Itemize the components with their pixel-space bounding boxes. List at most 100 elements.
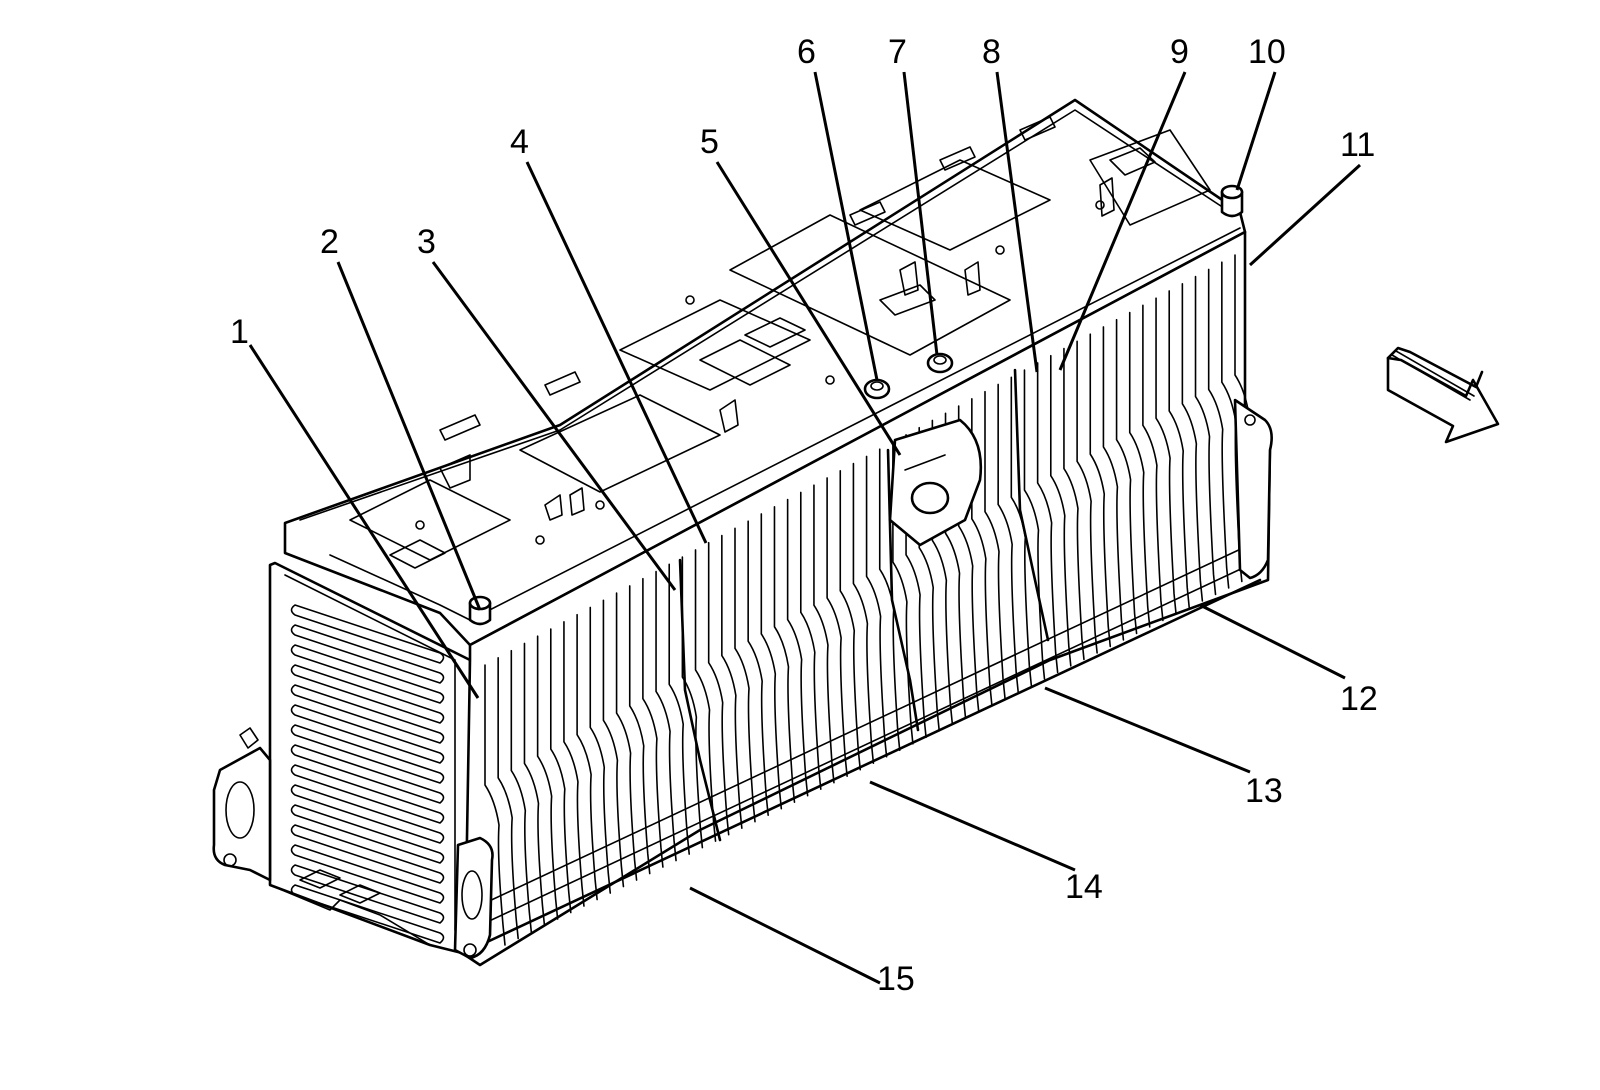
cooling-fin xyxy=(655,570,677,862)
cooling-fin xyxy=(760,513,783,810)
cooling-fin xyxy=(589,606,612,894)
cooling-fin xyxy=(628,585,651,875)
cooling-fin xyxy=(615,592,638,881)
leader-7 xyxy=(902,71,939,356)
end-plate-slat xyxy=(290,784,445,844)
cooling-fin xyxy=(905,434,927,739)
leader-3 xyxy=(431,261,677,591)
cooling-fin xyxy=(484,664,506,946)
cooling-fin xyxy=(1076,340,1098,654)
callout-5: 5 xyxy=(700,123,719,161)
cooling-fin xyxy=(971,398,993,706)
cooling-fin xyxy=(957,405,980,713)
cooling-fin xyxy=(1142,304,1164,622)
cooling-fin xyxy=(1102,326,1125,641)
end-plate-slat xyxy=(290,604,445,664)
cooling-fin xyxy=(1023,369,1046,680)
front-direction-arrow-icon xyxy=(1386,346,1500,444)
cooling-fin xyxy=(1063,347,1085,661)
callout-3: 3 xyxy=(417,223,436,261)
cooling-fin xyxy=(944,412,967,719)
callout-10: 10 xyxy=(1248,33,1286,71)
callout-labels: 1 2 3 4 5 6 7 8 9 10 11 12 13 14 15 xyxy=(230,33,1378,998)
end-plate-slat xyxy=(290,684,445,744)
end-plate-slat xyxy=(290,704,445,764)
callout-9: 9 xyxy=(1170,33,1189,71)
cooling-fin xyxy=(510,649,533,933)
cooling-fin xyxy=(826,477,848,778)
end-plate-slat xyxy=(290,804,445,864)
cooling-fin xyxy=(734,527,756,823)
leader-4 xyxy=(525,161,708,544)
end-plate-slat xyxy=(290,644,445,704)
cooling-fin xyxy=(799,491,822,791)
cooling-fin xyxy=(668,563,691,855)
cooling-fin xyxy=(892,441,914,745)
leader-6 xyxy=(813,71,879,381)
end-plate-slat xyxy=(290,744,445,804)
leader-14 xyxy=(869,780,1076,872)
cooling-fin xyxy=(1115,318,1138,635)
cooling-fin xyxy=(1010,376,1033,687)
end-plate-slat xyxy=(290,884,445,944)
cooling-fin xyxy=(997,383,1019,693)
left-end-plate xyxy=(212,561,472,957)
leader-15 xyxy=(689,886,881,985)
cooling-fin xyxy=(1194,275,1217,596)
end-plate-slat xyxy=(290,844,445,904)
callout-14: 14 xyxy=(1065,868,1103,906)
cooling-fin xyxy=(707,541,730,836)
cooling-fin xyxy=(813,484,835,784)
leader-9 xyxy=(1058,71,1187,371)
end-plate-slat xyxy=(290,624,445,684)
cooling-fin xyxy=(1168,290,1191,609)
leader-lines xyxy=(248,71,1362,985)
top-cover xyxy=(283,98,1247,647)
callout-7: 7 xyxy=(888,33,907,71)
cooling-fin xyxy=(984,390,1006,700)
callout-15: 15 xyxy=(877,960,915,998)
leader-2 xyxy=(336,261,482,611)
cooling-fin xyxy=(918,426,941,732)
callout-2: 2 xyxy=(320,223,339,261)
cooling-fin xyxy=(786,498,809,797)
cooling-fin xyxy=(536,635,559,920)
callout-4: 4 xyxy=(510,123,529,161)
cooling-fin xyxy=(694,549,717,842)
callout-8: 8 xyxy=(982,33,1001,71)
leader-13 xyxy=(1044,686,1251,774)
leader-1 xyxy=(248,344,480,699)
end-plate-slat xyxy=(290,664,445,724)
callout-1: 1 xyxy=(230,313,249,351)
leader-5 xyxy=(715,161,902,456)
end-plate-slat xyxy=(290,864,445,924)
cooling-fin xyxy=(1049,354,1072,667)
cooling-fin xyxy=(602,599,625,888)
cooling-fin xyxy=(852,462,875,765)
cooling-fin xyxy=(747,520,769,816)
cooling-fin xyxy=(1181,282,1204,602)
end-plate-slat xyxy=(290,764,445,824)
leader-8 xyxy=(995,71,1039,373)
callout-13: 13 xyxy=(1245,772,1283,810)
cooling-fin xyxy=(1155,297,1177,615)
callout-6: 6 xyxy=(797,33,816,71)
leader-12 xyxy=(1199,603,1346,680)
cooling-fin xyxy=(721,534,743,829)
cooling-fin xyxy=(878,448,901,752)
cooling-fin xyxy=(681,556,704,849)
cooling-fin xyxy=(1089,333,1112,648)
leader-10 xyxy=(1235,71,1277,191)
cell-stack xyxy=(453,230,1273,967)
cooling-fin xyxy=(523,642,546,927)
leader-11 xyxy=(1248,163,1362,267)
cooling-fin xyxy=(839,469,862,771)
end-plate-slat xyxy=(290,724,445,784)
cooling-fin xyxy=(497,657,519,940)
end-plate-slat xyxy=(290,824,445,884)
callout-11: 11 xyxy=(1340,126,1375,164)
cooling-fin xyxy=(773,505,796,803)
cooling-fin xyxy=(931,419,954,726)
